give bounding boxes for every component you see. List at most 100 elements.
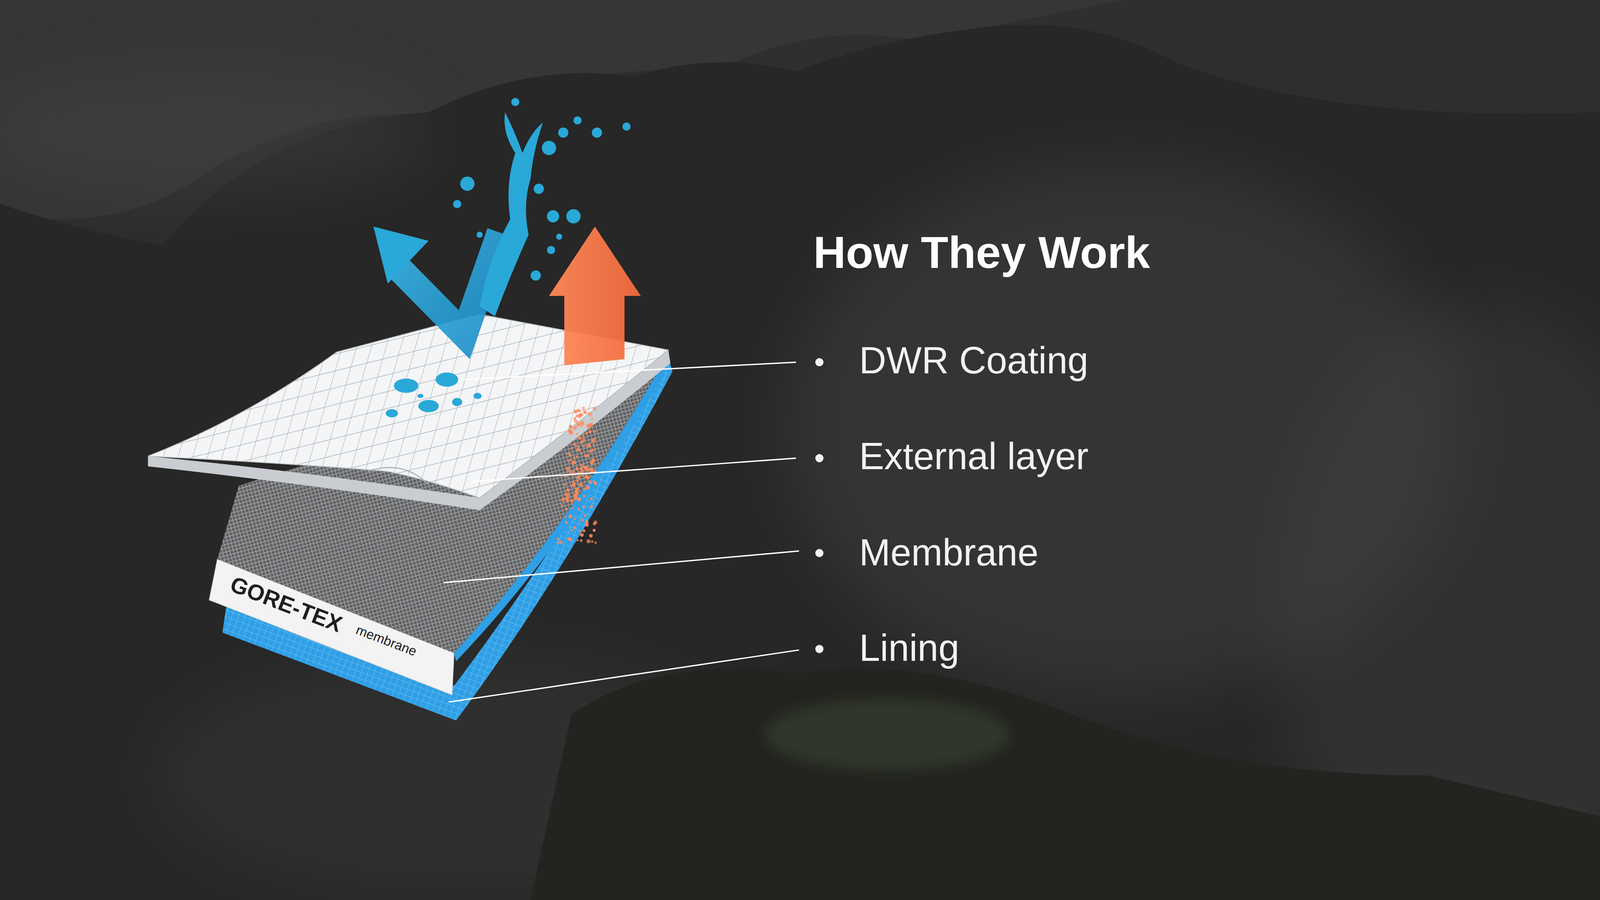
vapour-arrow	[549, 226, 641, 366]
vapour-particle	[565, 466, 570, 471]
vapour-particle	[576, 445, 580, 448]
vapour-particle	[590, 460, 594, 465]
vapour-particle	[581, 468, 584, 471]
vapour-particle	[585, 521, 589, 526]
vapour-particle	[575, 467, 579, 471]
vapour-particle	[580, 474, 584, 478]
vapour-particle	[565, 507, 569, 511]
vapour-particle	[564, 515, 567, 519]
leader-line	[471, 458, 796, 482]
vapour-particle	[576, 539, 579, 542]
vapour-particle	[576, 423, 580, 427]
vapour-particle	[592, 407, 596, 411]
vapour-particle	[592, 443, 595, 446]
vapour-particle	[593, 430, 597, 433]
vapour-particle	[567, 429, 572, 433]
vapour-particle	[588, 430, 592, 434]
leader-line	[449, 650, 800, 703]
vapour-particle	[582, 410, 587, 415]
vapour-particle	[572, 427, 576, 430]
bullet-dot	[815, 645, 824, 654]
vapour-particle	[582, 445, 586, 448]
vapour-particle	[590, 468, 593, 472]
vapour-particle	[561, 497, 564, 500]
vapour-particle	[592, 522, 596, 526]
vapour-particle	[571, 507, 574, 510]
layer-label: External layer	[859, 435, 1089, 479]
vapour-particle	[577, 507, 580, 511]
slide-title: How They Work	[813, 226, 1150, 279]
vapour-particle	[587, 443, 592, 448]
bullet-dot	[815, 454, 824, 463]
vapour-particle	[580, 441, 583, 444]
leader-lines	[443, 362, 799, 703]
sheet-fold	[367, 467, 429, 485]
vapour-particle	[582, 505, 585, 508]
vapour-particle	[576, 408, 580, 412]
vapour-particle	[570, 447, 573, 450]
fog	[0, 71, 429, 194]
vapour-particle	[580, 518, 584, 523]
vapour-particle	[594, 447, 597, 450]
vapour-particle	[583, 514, 587, 517]
vapour-particle	[590, 505, 593, 508]
bullet-dot	[815, 549, 824, 558]
vapour-particle	[590, 497, 593, 501]
vapour-particle	[570, 529, 573, 532]
vapour-particle	[576, 475, 581, 480]
vapour-particle	[589, 422, 594, 427]
vapour-particle	[578, 482, 583, 487]
vapour-particle	[584, 465, 589, 470]
vapour-particle	[579, 530, 582, 533]
vapour-particle	[592, 437, 596, 441]
vapour-particle	[576, 479, 579, 483]
vapour-particle	[561, 499, 564, 502]
vapour-particle	[592, 528, 596, 532]
vapour-particle	[565, 497, 570, 501]
vapour-particle	[585, 454, 589, 458]
vapour-particle	[573, 517, 576, 520]
leader-line	[443, 550, 799, 583]
vapour-particle	[556, 542, 559, 545]
vapour-particle	[556, 537, 560, 541]
vapour-particle	[588, 480, 593, 484]
bullets	[815, 358, 824, 654]
rain-arrowhead	[373, 226, 429, 284]
vapour-particle	[572, 461, 576, 465]
vapour-particle	[563, 483, 567, 487]
vapour-particle	[575, 455, 578, 458]
vapour-particle	[590, 540, 594, 543]
vapour-particle	[573, 526, 577, 530]
vapour-particle	[580, 464, 585, 468]
vapour-particle	[566, 488, 570, 493]
vapour-particle	[576, 447, 581, 452]
layer-label: DWR Coating	[859, 339, 1089, 383]
vapour-particle	[580, 452, 583, 455]
ruins	[530, 668, 1600, 900]
terrace	[765, 699, 1011, 771]
vapour-particle	[574, 419, 578, 424]
vapour-particle	[585, 432, 588, 435]
vapour-particle	[583, 494, 586, 498]
vapour-particle	[593, 481, 598, 485]
vapour-particle	[575, 414, 580, 418]
vapour-particle	[582, 529, 586, 533]
vapour-particle	[561, 504, 564, 507]
water-splash	[452, 97, 631, 317]
vapour-particle	[582, 437, 586, 441]
leader-line	[461, 362, 796, 380]
vapour-particle	[576, 432, 579, 435]
vapour-particle	[578, 413, 582, 417]
bullet-dot	[815, 358, 824, 367]
vapour-particle	[568, 453, 573, 458]
vapour-particle	[559, 540, 563, 544]
vapour-particle	[590, 417, 593, 420]
vapour-particle	[567, 537, 572, 542]
vapour-particle	[581, 434, 585, 438]
vapour-particle	[580, 539, 583, 543]
vapour-particle	[577, 497, 582, 502]
vapour-particle	[571, 483, 575, 488]
vapour-particle	[586, 539, 591, 544]
vapour-particle	[568, 424, 573, 429]
